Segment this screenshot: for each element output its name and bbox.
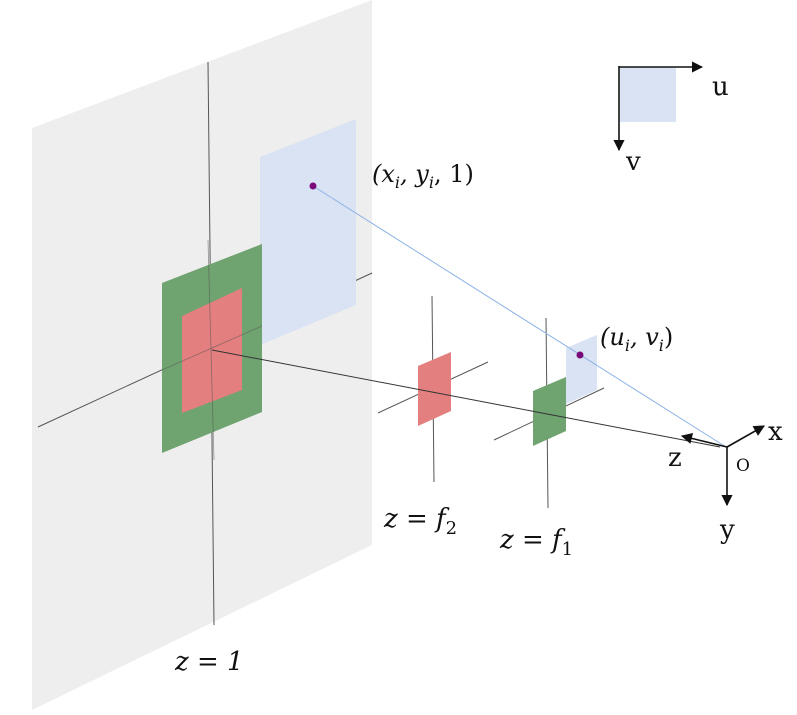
label-axis-z: z <box>668 443 682 473</box>
label-axis-x: x <box>768 417 783 447</box>
projection-ray <box>312 185 727 448</box>
label-point-3d: (xi, yi, 1) <box>372 160 474 192</box>
uv-blue-patch <box>620 67 676 122</box>
label-axis-y: y <box>719 515 735 545</box>
camera-z-axis-arrow <box>680 432 728 448</box>
blue-patch-z1 <box>260 119 356 345</box>
label-v: v <box>625 147 641 177</box>
label-plane-f1: z = f1 <box>499 525 573 560</box>
label-point-2d: (ui, vi) <box>600 323 673 355</box>
green-patch-f1 <box>533 377 566 446</box>
red-patch-f2 <box>418 352 451 426</box>
label-u: u <box>712 72 729 102</box>
point-2d-marker <box>576 351 584 359</box>
camera-x-axis-arrow <box>726 425 765 448</box>
blue-patch-f1 <box>566 335 597 404</box>
principal-ray <box>211 349 721 448</box>
point-3d-marker <box>309 182 317 190</box>
label-plane-f2: z = f2 <box>383 504 457 539</box>
label-plane-z1: z = 1 <box>174 647 244 677</box>
label-origin: O <box>736 456 750 476</box>
